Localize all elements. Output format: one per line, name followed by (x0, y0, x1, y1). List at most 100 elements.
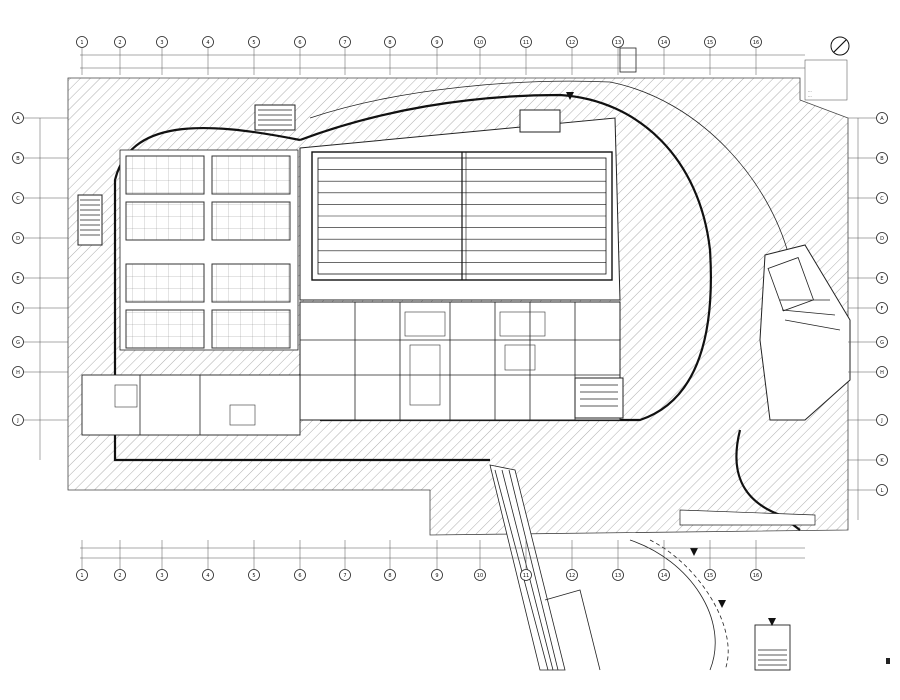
grid-bubble-right-label: K (880, 458, 884, 464)
grid-bubble-left (12, 272, 24, 284)
grid-bubble-top-label: 11 (523, 40, 529, 46)
grid-bubble-right-label: E (880, 276, 883, 282)
grid-bubble-left (12, 366, 24, 378)
grid-bubble-left (12, 112, 24, 124)
perimeter-road (299, 93, 712, 422)
drawing-notes: ... ... (804, 59, 848, 101)
swimming-pool (311, 151, 613, 281)
grid-bubble-bottom-label: 1 (80, 573, 83, 579)
grid-bubble-top (248, 36, 260, 48)
grid-bubble-right (876, 112, 888, 124)
sports-courts (119, 149, 299, 351)
grid-bubble-top (202, 36, 214, 48)
note-line-2: ... (808, 93, 812, 98)
grid-bubble-right-label: B (880, 156, 884, 162)
grid-bubble-bottom (750, 569, 762, 581)
grid-bubble-top-label: 13 (615, 40, 621, 46)
grid-bubble-top (114, 36, 126, 48)
grid-bubble-bottom (431, 569, 443, 581)
grid-bubble-top (704, 36, 716, 48)
outer-road-curve (309, 80, 791, 261)
grid-bubble-bottom (294, 569, 306, 581)
grid-bubble-bottom-label: 4 (206, 573, 209, 579)
grid-bubble-bottom (704, 569, 716, 581)
grid-bubble-top-label: 14 (661, 40, 667, 46)
grid-bubble-top-label: 10 (477, 40, 483, 46)
grid-bubble-right (876, 454, 888, 466)
grid-bubble-right-label: L (881, 488, 884, 494)
grid-bubble-left-label: H (16, 370, 20, 376)
note-line-1: ... (808, 88, 812, 93)
grid-bubble-right-label: G (880, 340, 884, 346)
grid-bubble-bottom (384, 569, 396, 581)
grid-bubble-left-label: B (16, 156, 20, 162)
southwest-block (81, 374, 301, 436)
grid-bubble-left (12, 414, 24, 426)
grid-bubble-bottom (76, 569, 88, 581)
north-arrow-icon (619, 36, 850, 73)
grid-bubble-top-label: 5 (252, 40, 255, 46)
grid-bubble-bottom-label: 9 (435, 573, 438, 579)
grid-bubble-left-label: A (16, 116, 20, 122)
grid-bubble-top (76, 36, 88, 48)
grid-bubble-left-label: J (16, 418, 18, 424)
grid-bubble-top-label: 16 (753, 40, 759, 46)
grid-bubble-bottom-label: 11 (523, 573, 529, 579)
grid-bubble-right (876, 414, 888, 426)
grid-bubble-right-label: H (880, 370, 884, 376)
grid-bubble-top (520, 36, 532, 48)
grid-bubble-top (658, 36, 670, 48)
grid-bubble-left (12, 302, 24, 314)
grid-bubble-top-label: 9 (435, 40, 438, 46)
grid-bubble-right-label: J (880, 418, 882, 424)
grid-bubble-left (12, 192, 24, 204)
grid-bubble-top-label: 12 (569, 40, 575, 46)
grid-bubble-right-label: A (880, 116, 884, 122)
grid-bubble-bottom-label: 14 (661, 573, 667, 579)
entrance-arrow-icon (566, 92, 776, 626)
grid-bubble-bottom (612, 569, 624, 581)
grid-bubble-right (876, 484, 888, 496)
grid-bubble-bottom (248, 569, 260, 581)
grid-bubble-bottom-label: 2 (118, 573, 121, 579)
grid-bubble-top-label: 15 (707, 40, 713, 46)
grid-bubble-top (156, 36, 168, 48)
grid-bubble-top-label: 3 (160, 40, 163, 46)
grid-bubble-bottom-label: 10 (477, 573, 483, 579)
grid-bubble-bottom (474, 569, 486, 581)
grid-bubble-top-label: 4 (206, 40, 209, 46)
grid-bubble-bottom-label: 15 (707, 573, 713, 579)
grid-bubble-bottom (520, 569, 532, 581)
grid-bubble-bottom-label: 13 (615, 573, 621, 579)
grid-bubble-left (12, 336, 24, 348)
grid-bubble-right (876, 152, 888, 164)
grid-bubble-left-label: C (16, 196, 20, 202)
grid-bubble-top (339, 36, 351, 48)
grid-bubble-right-label: F (881, 306, 884, 312)
grid-bubble-bottom (202, 569, 214, 581)
grid-bubble-bottom (658, 569, 670, 581)
grid-bubble-bottom (156, 569, 168, 581)
grid-bubble-right (876, 232, 888, 244)
grid-bubble-top-label: 1 (80, 40, 83, 46)
grid-bubble-top-label: 6 (298, 40, 301, 46)
grid-bubble-right (876, 272, 888, 284)
grid-bubble-top-label: 8 (388, 40, 391, 46)
grid-bubble-top (566, 36, 578, 48)
grid-bubble-left-label: D (16, 236, 20, 242)
grid-bubble-right (876, 336, 888, 348)
west-path (113, 126, 490, 462)
grid-bubble-bottom-label: 5 (252, 573, 255, 579)
stair-towers (77, 104, 624, 419)
changing-rooms (299, 301, 621, 421)
grid-bubble-bottom (566, 569, 578, 581)
grid-bubble-top (431, 36, 443, 48)
grid-bubble-bottom-label: 12 (569, 573, 575, 579)
grid-bubble-left-label: F (17, 306, 20, 312)
grid-bubble-top (474, 36, 486, 48)
grid-bubble-bottom-label: 6 (298, 573, 301, 579)
grid-bubble-right-label: C (880, 196, 884, 202)
